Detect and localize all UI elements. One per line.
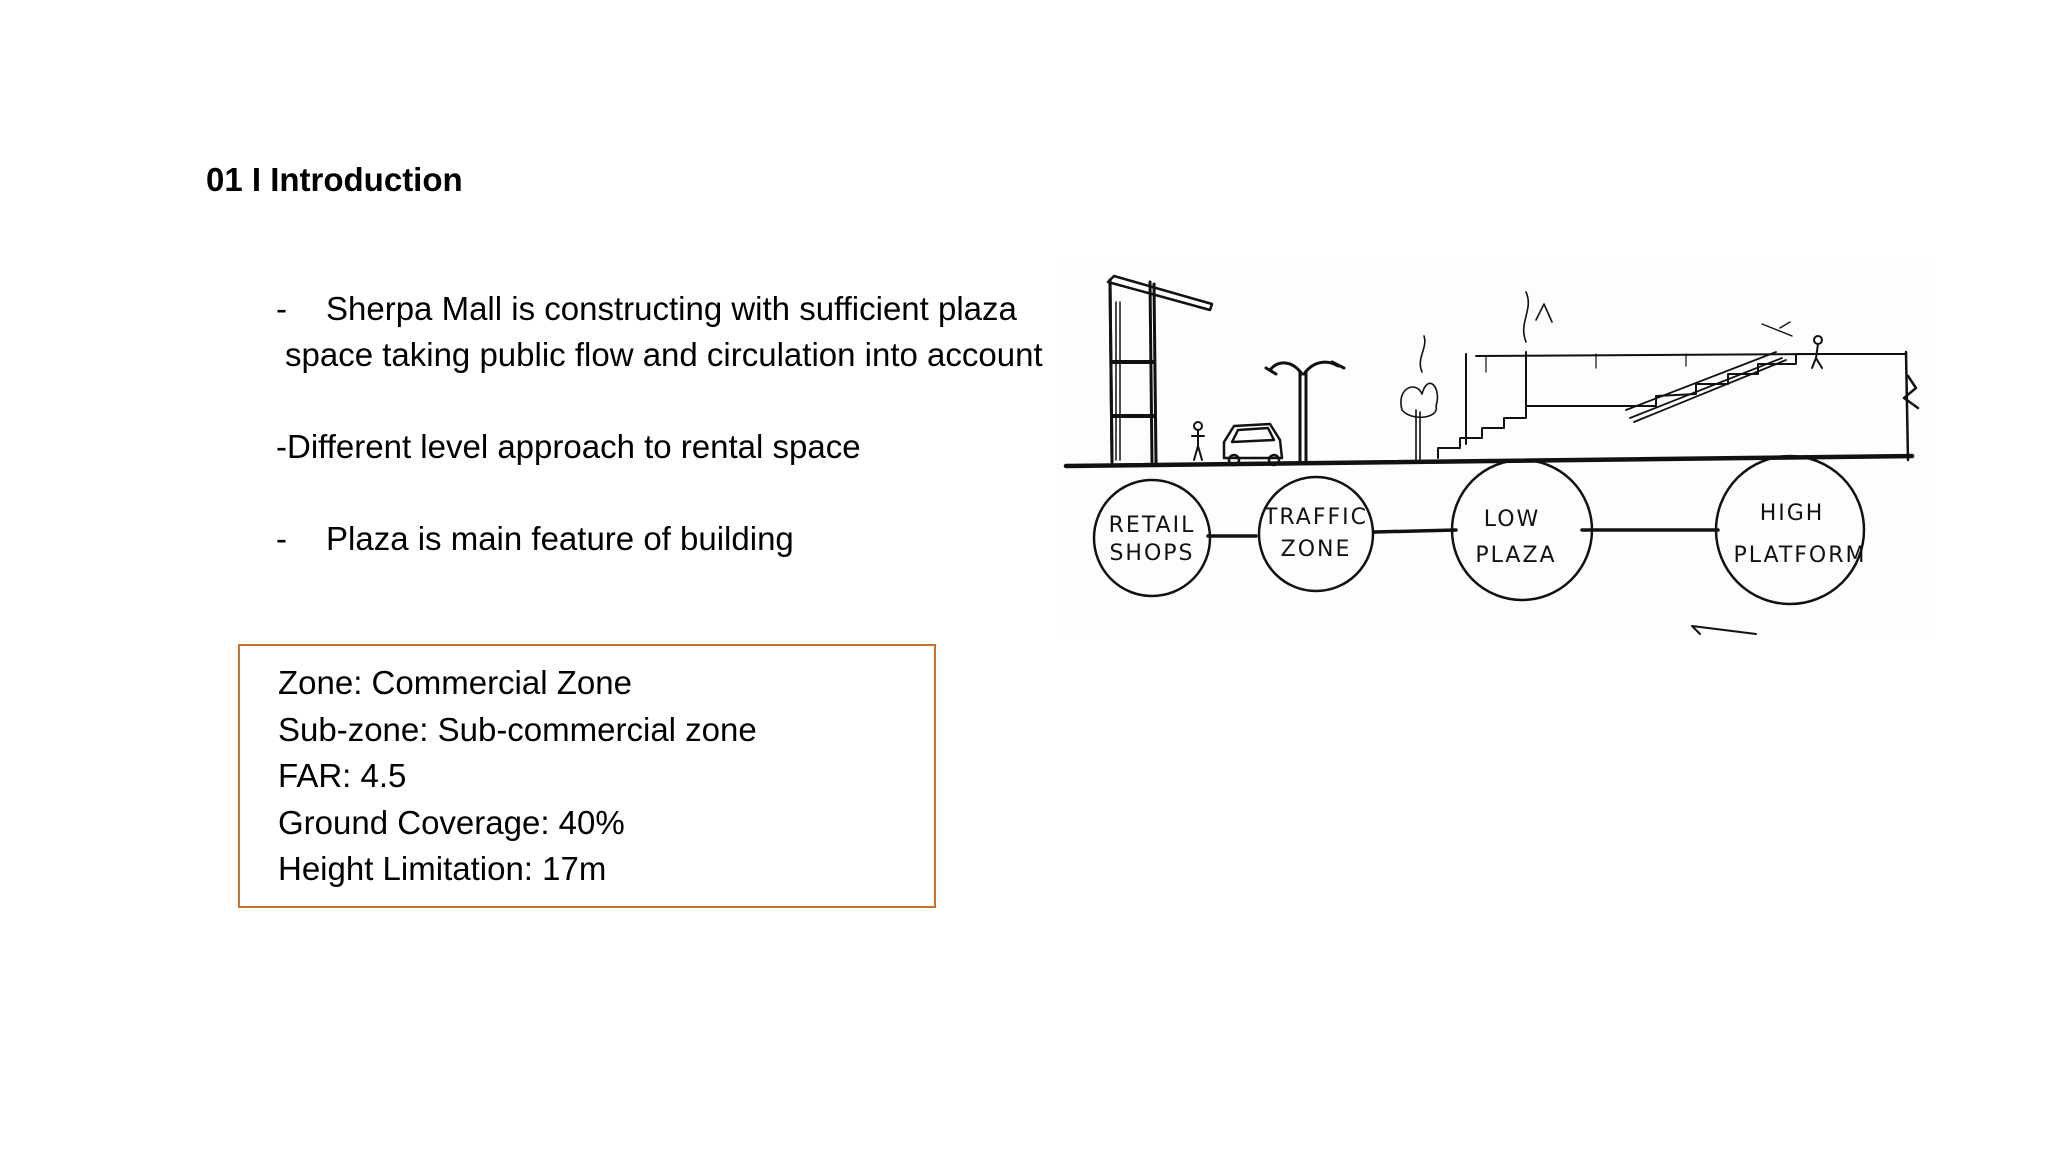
retail-tower-drawing: [1106, 274, 1214, 464]
far-row: FAR: 4.5: [278, 757, 407, 794]
sketch-paper: [1056, 262, 1934, 638]
bullet-spacer: [276, 378, 1043, 424]
bullet-text: Plaza is main feature of building: [326, 520, 794, 557]
stray-arrow-mark: [1691, 625, 1757, 635]
street-lamp-drawing: [1264, 360, 1346, 464]
bullet-1-line-2: space taking public flow and circulation…: [285, 336, 1043, 373]
person-figure: [1191, 421, 1205, 461]
bullet-list: - Sherpa Mall is constructing with suffic…: [276, 286, 1043, 562]
bullet-3: - Plaza is main feature of building: [276, 516, 1043, 562]
zone-circle-retail: RETAIL SHOPS: [1092, 478, 1212, 598]
bullet-1-line-1: - Sherpa Mall is constructing with suffic…: [276, 286, 1043, 332]
zone-label: PLATFORM: [1733, 543, 1866, 568]
platform-person-figure: [1761, 321, 1823, 369]
zone-circle-high-platform: HIGH PLATFORM: [1714, 454, 1866, 606]
height-limitation-row: Height Limitation: 17m: [278, 850, 607, 887]
zone-row: Zone: Commercial Zone: [278, 664, 632, 701]
subzone-row: Sub-zone: Sub-commercial zone: [278, 710, 757, 748]
tree-drawing: [1400, 291, 1553, 463]
zone-label: PLAZA: [1475, 543, 1556, 568]
bullet-2: -Different level approach to rental spac…: [276, 428, 861, 465]
zone-label: ZONE: [1281, 537, 1352, 562]
plaza-steps-drawing: [1437, 351, 1907, 459]
zone-label: LOW: [1484, 507, 1541, 532]
section-sketch-drawing: RETAIL SHOPS TRAFFIC ZONE LOW PLAZA HIGH…: [1056, 262, 1934, 638]
section-break-drawing: [1902, 350, 1920, 462]
zone-circle-traffic: TRAFFIC ZONE: [1257, 475, 1375, 593]
zone-label: HIGH: [1760, 501, 1825, 526]
zoning-info-box: Zone: Commercial Zone Sub-zone: Sub-comm…: [238, 644, 936, 908]
bullet-dash: -: [276, 290, 287, 327]
zone-connector-line: [1206, 528, 1720, 538]
zone-label: TRAFFIC: [1263, 505, 1368, 530]
zone-circle-low-plaza: LOW PLAZA: [1450, 458, 1594, 602]
zone-label: RETAIL: [1109, 513, 1196, 538]
bullet-text: Sherpa Mall is constructing with suffici…: [326, 290, 1017, 327]
section-sketch: RETAIL SHOPS TRAFFIC ZONE LOW PLAZA HIGH…: [1056, 262, 1934, 638]
bullet-spacer: [276, 470, 1043, 516]
ground-coverage-row: Ground Coverage: 40%: [278, 803, 625, 841]
zone-label: SHOPS: [1109, 541, 1194, 566]
bullet-dash: -: [276, 520, 287, 557]
slide-title: 01 I Introduction: [206, 161, 463, 198]
